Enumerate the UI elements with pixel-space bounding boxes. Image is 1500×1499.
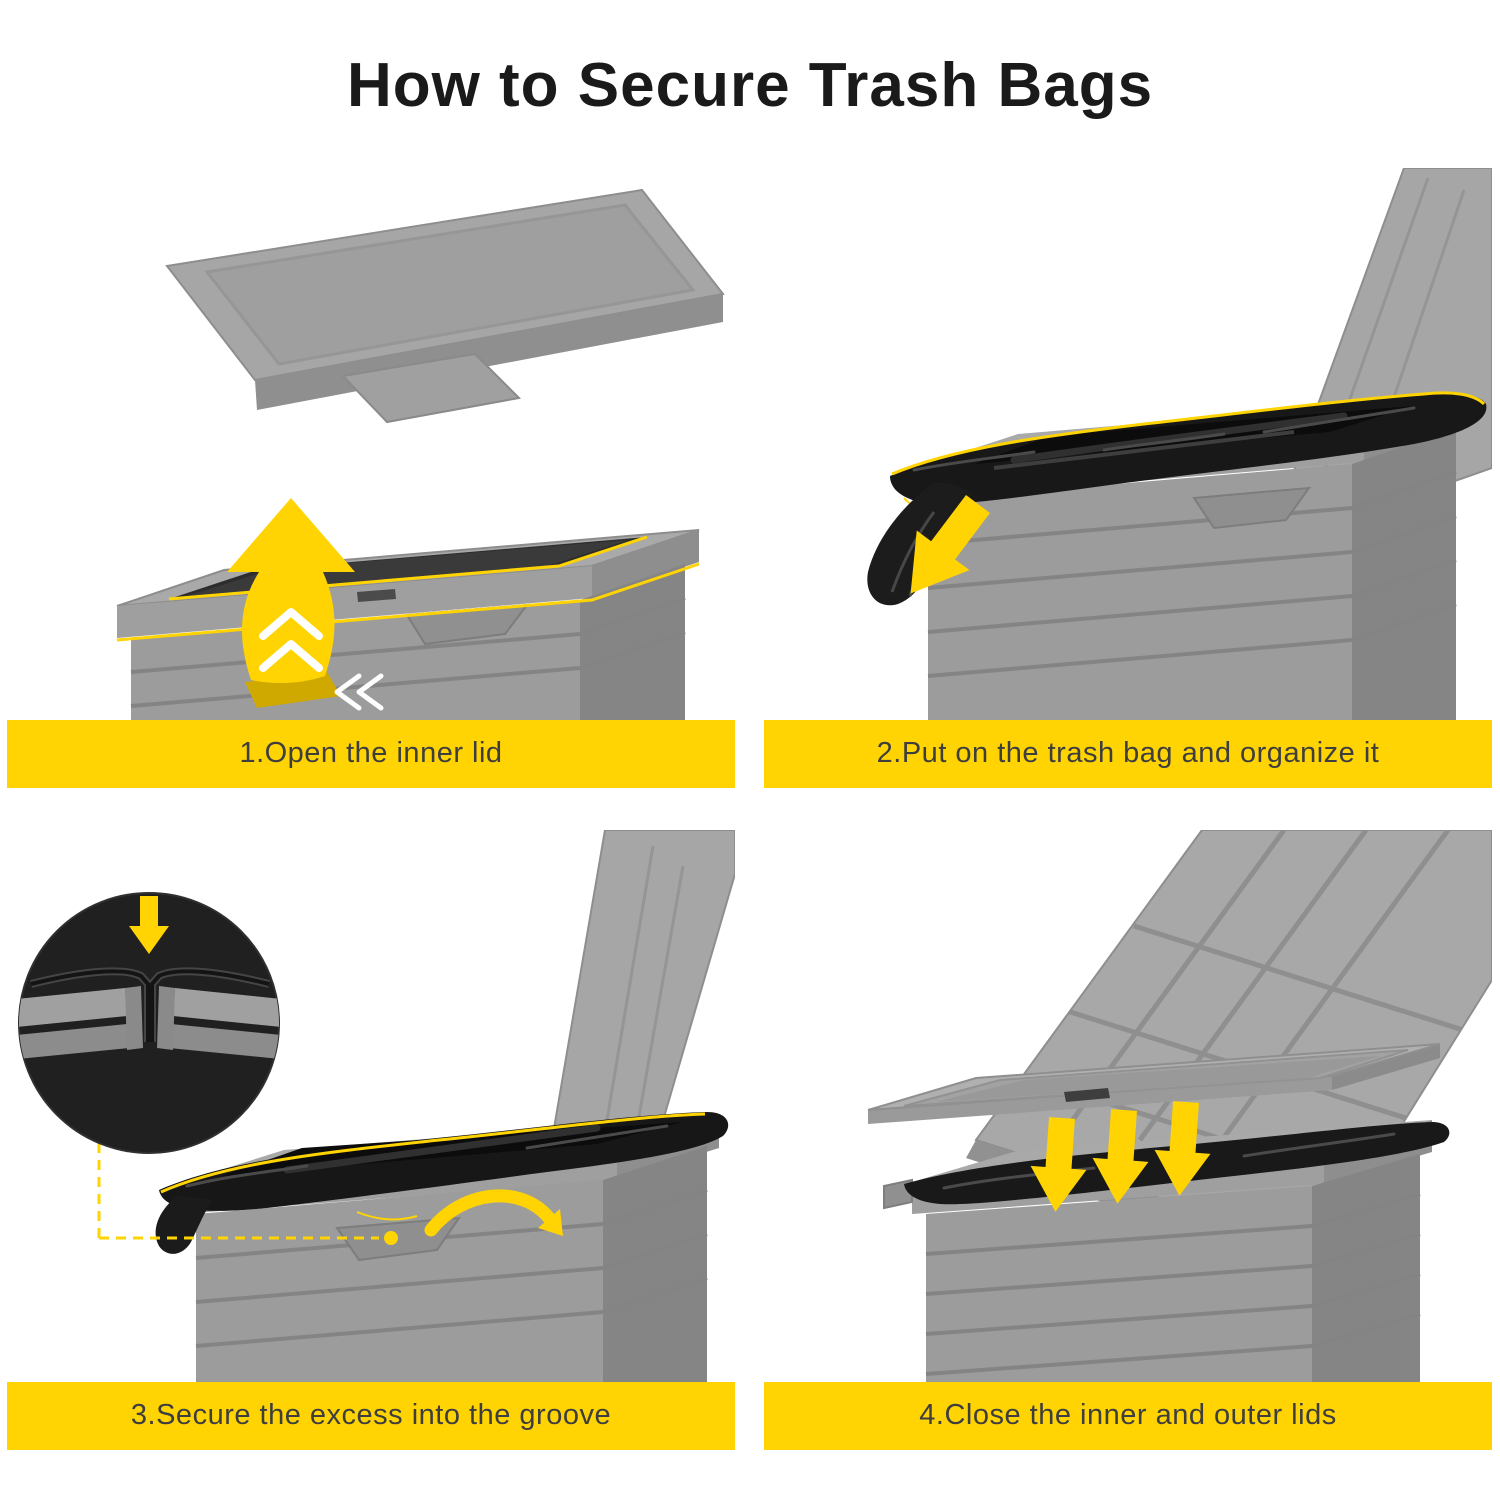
groove-detail-inset <box>18 891 280 1154</box>
step3-illustration <box>7 829 735 1382</box>
step1-caption: 1.Open the inner lid <box>239 737 503 770</box>
step-panel-3: 3.Secure the excess into the groove <box>7 829 735 1450</box>
step4-caption: 4.Close the inner and outer lids <box>919 1399 1337 1432</box>
step1-caption-bar: 1.Open the inner lid <box>7 719 735 788</box>
trash-bag <box>867 391 1487 605</box>
page-title: How to Secure Trash Bags <box>346 50 1154 120</box>
outer-lid <box>165 188 725 423</box>
up-arrow-icon <box>227 497 384 711</box>
step3-caption-bar: 3.Secure the excess into the groove <box>7 1381 735 1450</box>
groove-pointer <box>97 1142 398 1245</box>
step4-caption-bar: 4.Close the inner and outer lids <box>764 1381 1492 1450</box>
step-panel-1: 1.Open the inner lid <box>7 167 735 788</box>
groove-point-dot <box>384 1230 398 1245</box>
steps-grid: 1.Open the inner lid <box>0 167 1500 1450</box>
curved-arrow-icon <box>424 1189 563 1237</box>
inner-lid <box>867 1042 1441 1124</box>
tuck-down-arrow-icon <box>129 895 169 954</box>
trash-bin <box>116 528 700 720</box>
step4-illustration <box>764 829 1492 1382</box>
trash-bag <box>155 1111 729 1254</box>
step-panel-4: 4.Close the inner and outer lids <box>764 829 1492 1450</box>
step-panel-2: 2.Put on the trash bag and organize it <box>764 167 1492 788</box>
step2-illustration <box>764 167 1492 720</box>
step2-caption: 2.Put on the trash bag and organize it <box>876 737 1380 770</box>
step3-caption: 3.Secure the excess into the groove <box>130 1399 612 1432</box>
down-arrow-icon <box>910 494 990 594</box>
step1-illustration <box>7 167 735 720</box>
step2-caption-bar: 2.Put on the trash bag and organize it <box>764 719 1492 788</box>
